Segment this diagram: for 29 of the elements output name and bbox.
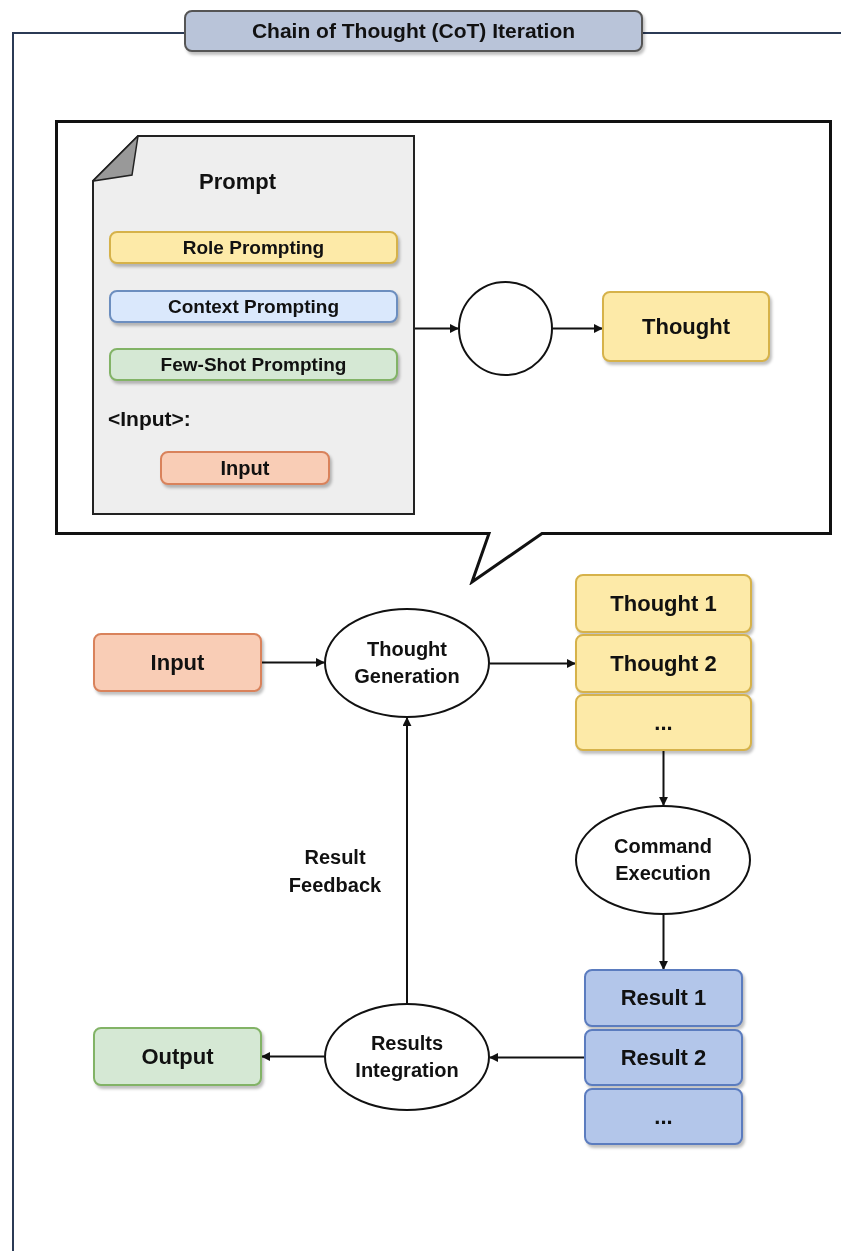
process-box: Thought (602, 291, 770, 362)
arrow (489, 1053, 585, 1062)
arrow (552, 324, 603, 333)
process-box: ... (584, 1088, 743, 1145)
document-title: Prompt (199, 169, 276, 195)
process-box: Thought 1 (575, 574, 752, 633)
process-box: Thought 2 (575, 634, 752, 693)
process-ellipse: Command Execution (575, 805, 751, 915)
arrow (659, 750, 668, 806)
process-box: Input (93, 633, 262, 692)
process-box: Input (160, 451, 330, 485)
title-tab: Chain of Thought (CoT) Iteration (184, 10, 643, 52)
arrow (261, 658, 325, 667)
arrow (402, 717, 412, 1004)
process-box: ... (575, 694, 752, 751)
process-box: Few-Shot Prompting (109, 348, 398, 381)
arrow (659, 914, 668, 970)
process-ellipse: Results Integration (324, 1003, 490, 1111)
process-ellipse: Thought Generation (324, 608, 490, 718)
process-box: Role Prompting (109, 231, 398, 264)
process-box: Result 2 (584, 1029, 743, 1086)
arrow (414, 324, 459, 333)
field-label: <Input>: (108, 407, 191, 431)
process-box: Result 1 (584, 969, 743, 1027)
arrow (261, 1052, 325, 1061)
speech-bubble (55, 120, 832, 585)
process-box: Output (93, 1027, 262, 1086)
process-box: Context Prompting (109, 290, 398, 323)
arrow (489, 659, 576, 668)
